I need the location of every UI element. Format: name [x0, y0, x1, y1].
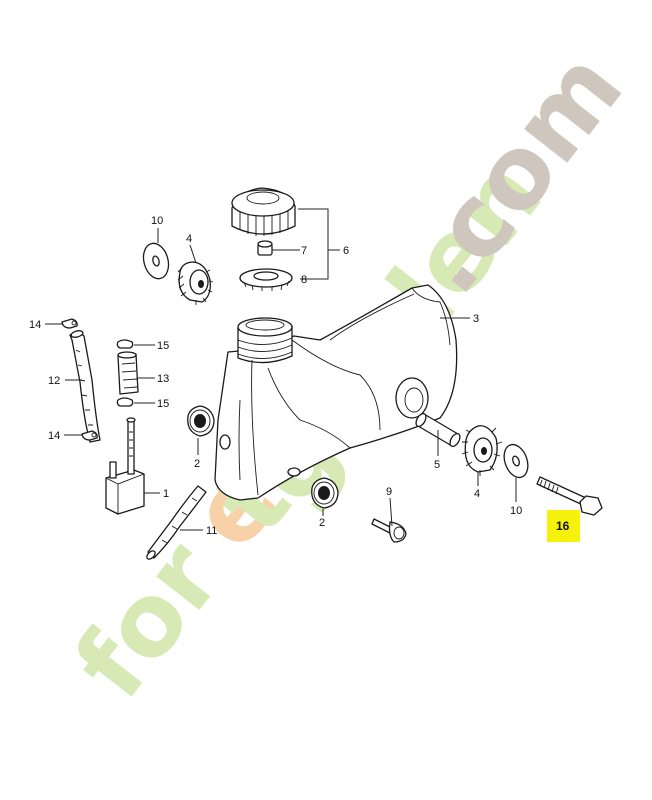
callout-4-top: 4 — [186, 233, 192, 245]
callout-7: 7 — [301, 245, 307, 257]
clamp-bottom — [116, 397, 134, 407]
grommet-bottom — [311, 477, 339, 509]
washer-right — [503, 443, 529, 479]
fuel-valve — [105, 417, 145, 515]
callout-2-bottom: 2 — [319, 517, 325, 529]
callout-15-top: 15 — [157, 340, 169, 352]
fuel-filter — [117, 351, 139, 395]
callout-10-right: 10 — [510, 505, 522, 517]
callout-12: 12 — [48, 375, 60, 387]
callout-11: 11 — [206, 525, 217, 537]
fuel-tank — [214, 284, 458, 501]
damper-right — [461, 425, 503, 476]
callout-10-top: 10 — [151, 215, 163, 227]
callout-9: 9 — [386, 486, 392, 498]
callout-5: 5 — [434, 459, 440, 471]
screw — [371, 518, 407, 543]
washer-top — [142, 242, 170, 280]
callout-2-left: 2 — [194, 458, 200, 470]
hose-lower — [146, 485, 207, 560]
highlight-box — [547, 510, 580, 542]
hose-upper — [69, 330, 101, 443]
fuel-cap — [231, 187, 296, 236]
clip-top — [61, 318, 78, 329]
clip-bottom — [81, 430, 98, 441]
callout-6: 6 — [343, 245, 349, 257]
callout-14-top: 14 — [29, 319, 41, 331]
callout-labels: 10 4 7 6 8 3 14 15 12 13 15 14 2 5 1 9 4… — [29, 215, 570, 537]
leader-lines — [45, 208, 517, 531]
callout-4-right: 4 — [474, 488, 480, 500]
callout-13: 13 — [157, 373, 169, 385]
watermark-text-for: for — [52, 520, 244, 720]
clamp-top — [116, 339, 134, 349]
cap-gasket — [239, 268, 293, 291]
callout-15-bottom: 15 — [157, 398, 169, 410]
callout-1: 1 — [163, 488, 169, 500]
long-bolt — [536, 476, 603, 516]
callout-8: 8 — [301, 274, 307, 286]
callout-16: 16 — [556, 519, 570, 533]
callout-3: 3 — [473, 313, 479, 325]
grommet-left — [187, 405, 215, 437]
damper-top — [177, 261, 214, 305]
callout-14-bottom: 14 — [48, 430, 60, 442]
cap-plug — [257, 240, 273, 256]
